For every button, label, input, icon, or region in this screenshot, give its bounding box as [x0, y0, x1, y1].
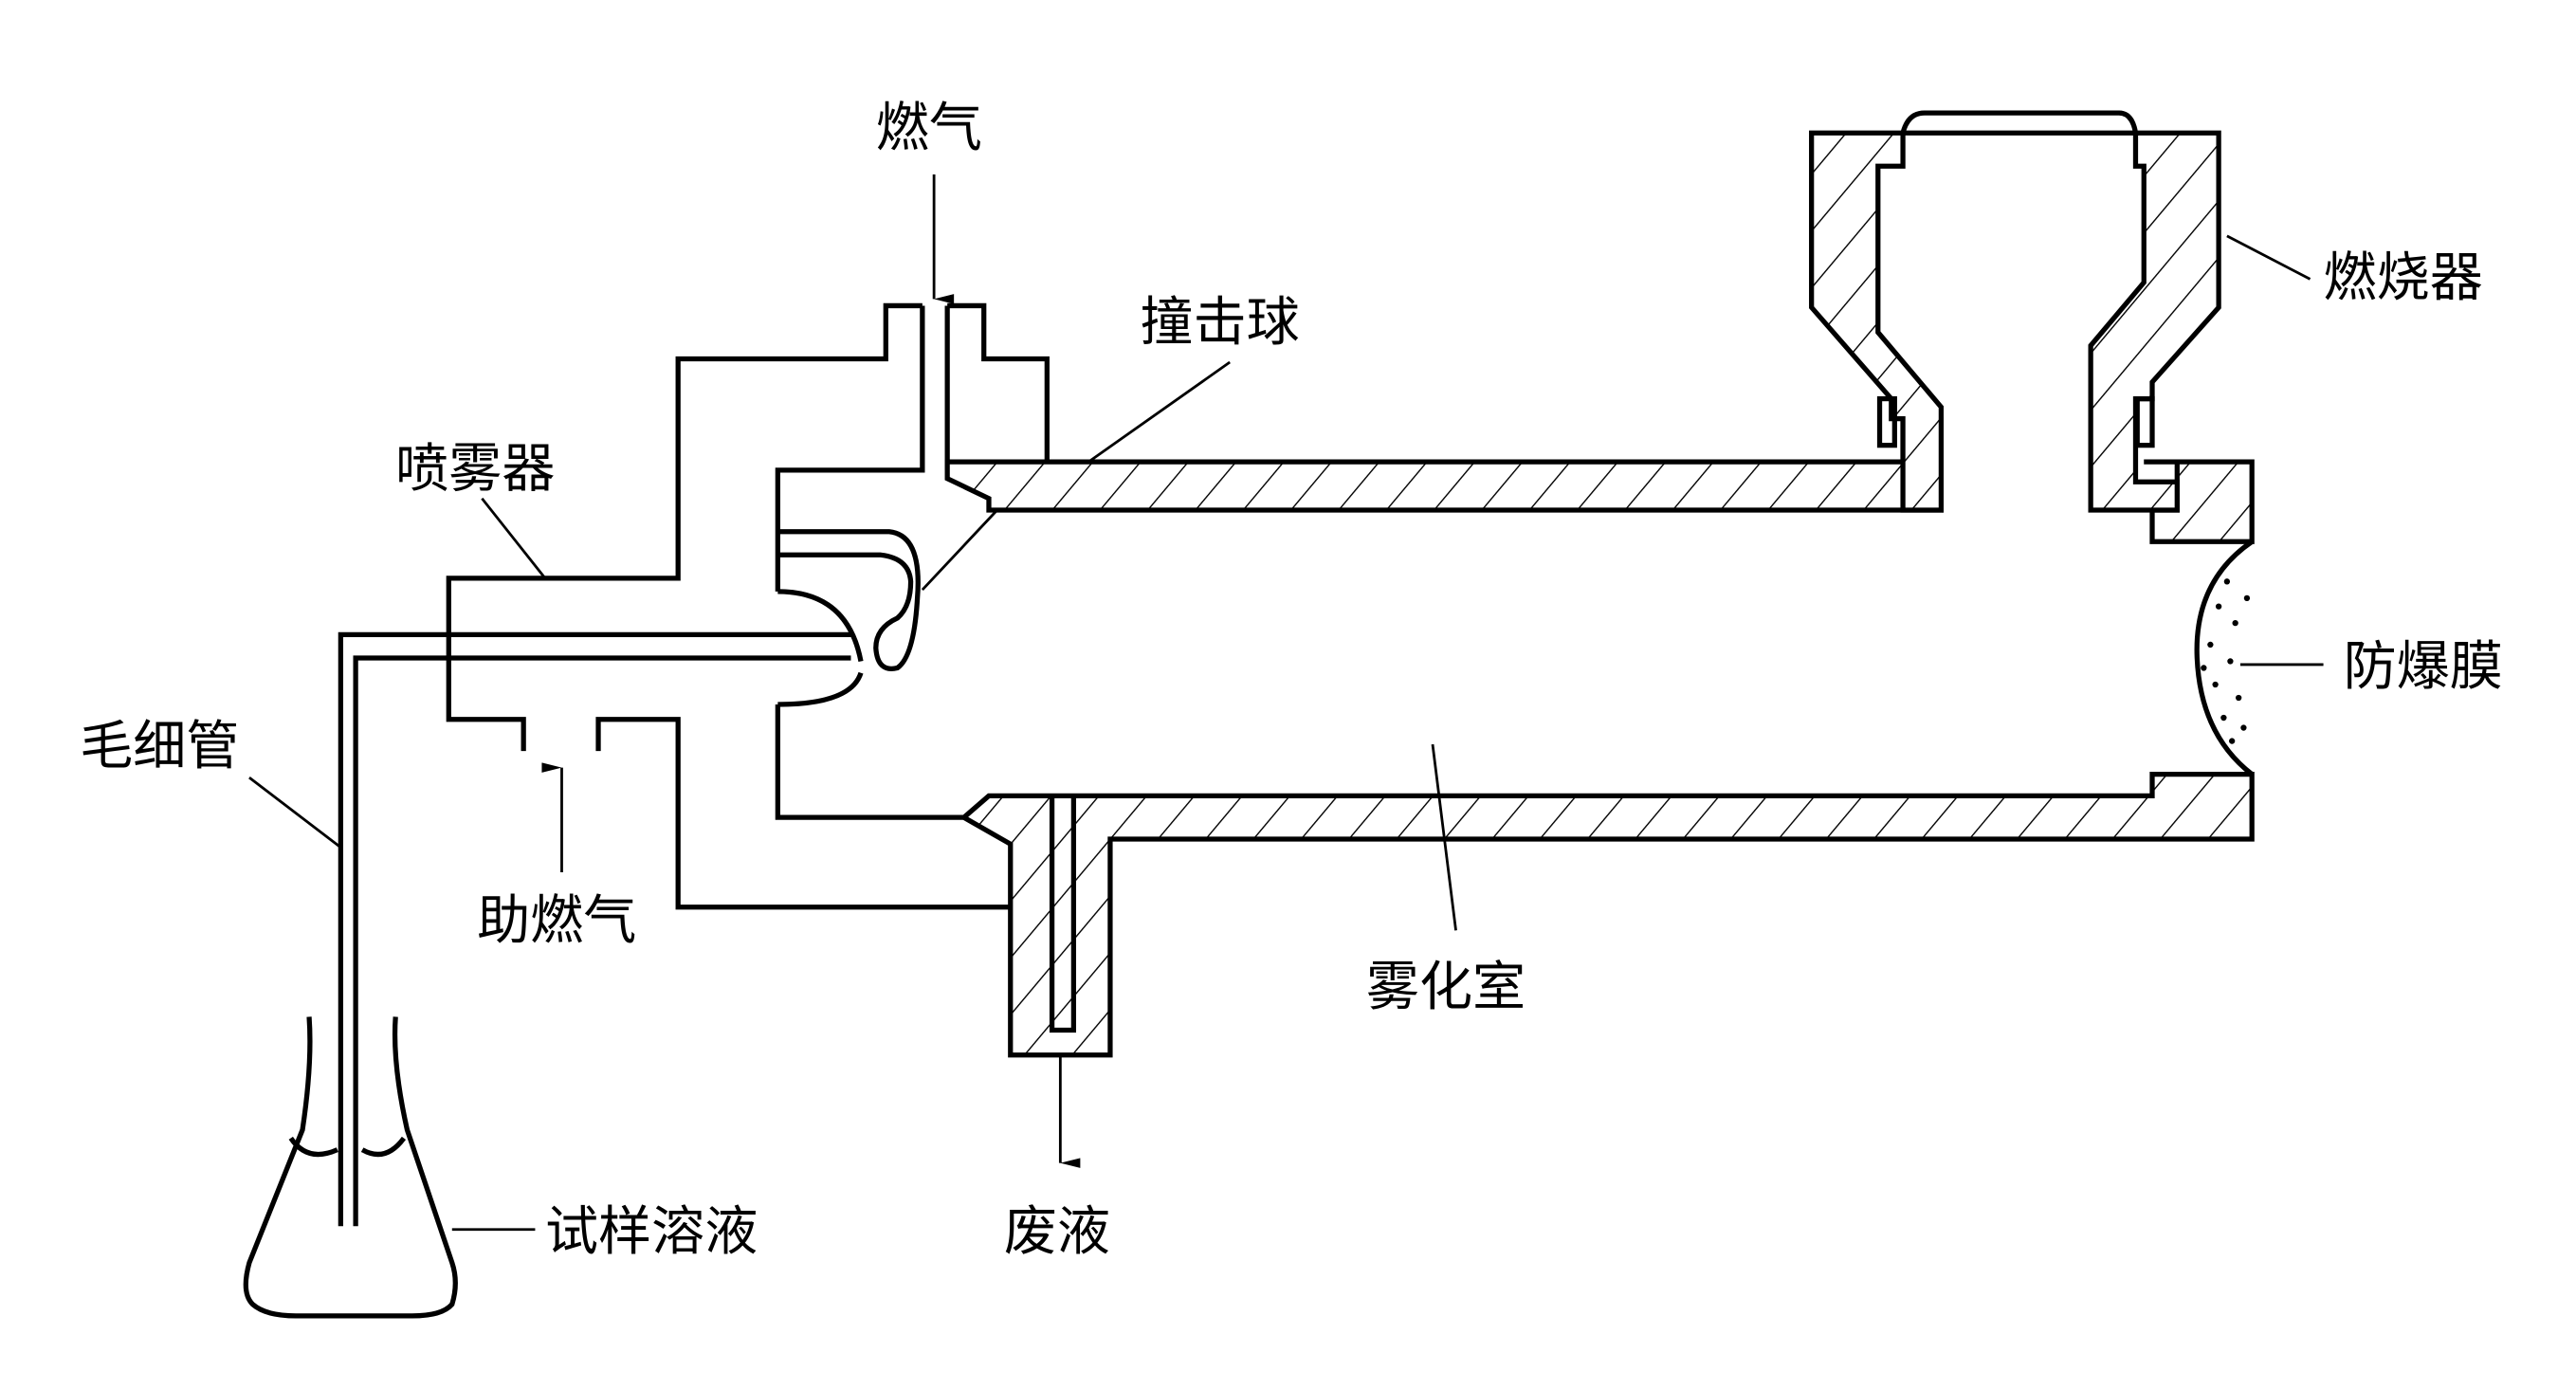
- sample-flask: [243, 1016, 458, 1319]
- label-sample-solution: 试样溶液: [545, 1201, 758, 1263]
- label-explosion-membrane: 防爆膜: [2344, 636, 2503, 698]
- flow-arrows: [541, 174, 1081, 1168]
- nebulizer-housing: [446, 302, 1050, 910]
- spray-chamber: [944, 415, 2255, 1058]
- capillary-tube: [338, 631, 851, 1227]
- label-impact-bead: 撞击球: [1140, 292, 1299, 354]
- leader-lines: [248, 234, 2324, 1232]
- label-waste-liquid: 废液: [1004, 1201, 1110, 1263]
- label-fuel-gas: 燃气: [876, 98, 982, 159]
- explosion-membrane: [2194, 539, 2254, 777]
- label-spray-chamber: 雾化室: [1366, 957, 1526, 1018]
- burner-head: [1809, 110, 2221, 513]
- nebulizer-inner-wall: [775, 305, 964, 820]
- label-burner: 燃烧器: [2324, 247, 2483, 309]
- impact-bead: [777, 529, 921, 671]
- label-oxidant-gas: 助燃气: [477, 890, 636, 952]
- label-nebulizer: 喷雾器: [395, 438, 555, 500]
- label-capillary: 毛细管: [80, 716, 239, 777]
- membrane-dots: [2201, 578, 2251, 744]
